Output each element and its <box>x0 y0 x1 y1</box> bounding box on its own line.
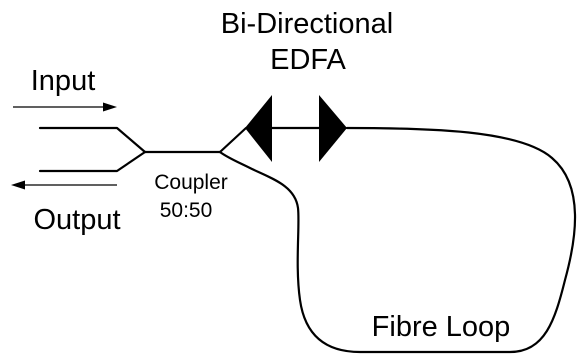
amplifier-label-line2: EDFA <box>270 44 346 76</box>
input-fibre <box>38 126 147 154</box>
output-fibre <box>38 150 147 173</box>
input-arrow <box>13 102 117 112</box>
output-label: Output <box>33 204 120 236</box>
output-arrow <box>11 180 117 190</box>
coupler-label-line2: 50:50 <box>160 199 213 222</box>
edfa-right-triangle <box>319 95 347 162</box>
coupler-to-amplifier-fibre <box>218 126 248 154</box>
amplifier-label-line1: Bi-Directional <box>221 8 393 40</box>
fibre-loop <box>218 126 577 354</box>
edfa-amplifier <box>245 95 347 162</box>
coupler-label-line1: Coupler <box>154 171 228 194</box>
fibre-loop-label: Fibre Loop <box>372 311 511 343</box>
input-label: Input <box>31 65 96 97</box>
edfa-left-triangle <box>245 95 272 162</box>
